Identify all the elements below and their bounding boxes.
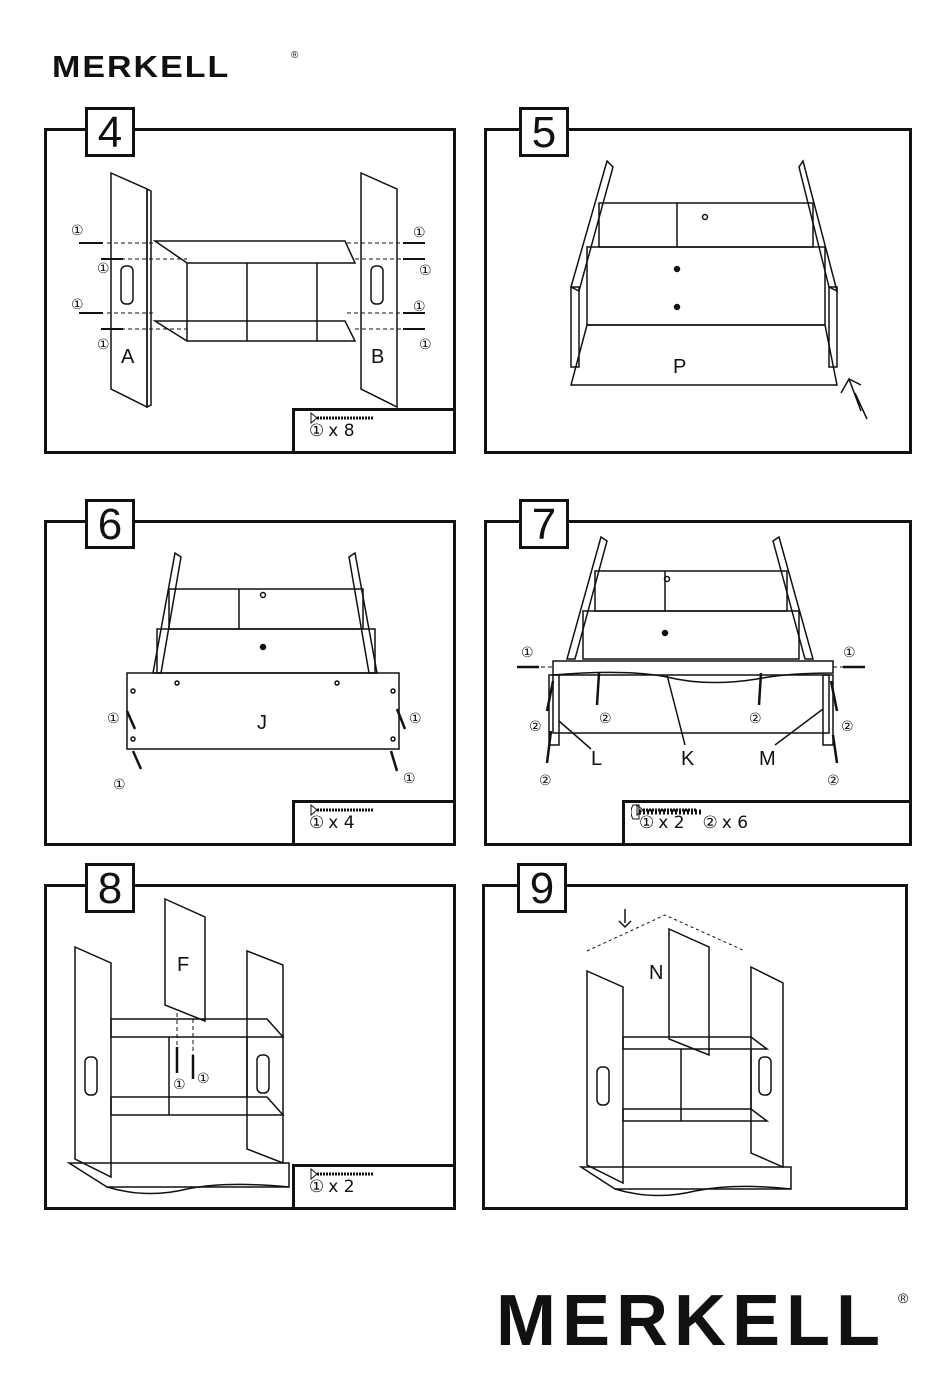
svg-text:①: ① <box>413 225 426 241</box>
svg-text:②: ② <box>539 773 552 789</box>
step-4-illustration: ① ① ① ① ① ① ① ① A B <box>47 131 457 455</box>
brand-logo-small: MERKELL <box>52 50 230 85</box>
svg-text:①: ① <box>71 297 84 313</box>
step-9-panel: N 9 <box>482 884 908 1210</box>
step-5-panel: P 5 <box>484 128 912 454</box>
callout-screw: ① <box>71 223 84 239</box>
step-number: 9 <box>517 863 567 913</box>
part-label-m: M <box>759 748 776 770</box>
svg-text:①: ① <box>173 1077 186 1093</box>
step-7-illustration: ① ① ② ② ② ② ② ② L K M <box>487 523 913 847</box>
svg-text:①: ① <box>97 337 110 353</box>
step-6-illustration: ① ① ① ① J <box>47 523 457 847</box>
svg-text:②: ② <box>827 773 840 789</box>
svg-text:②: ② <box>599 711 612 727</box>
svg-text:①: ① <box>113 777 126 793</box>
svg-text:①: ① <box>413 299 426 315</box>
part-label-j: J <box>257 712 267 734</box>
screw-icon <box>309 803 375 817</box>
part-label-b: B <box>371 346 384 368</box>
svg-text:①: ① <box>107 711 120 727</box>
svg-text:①: ① <box>97 261 110 277</box>
svg-text:①: ① <box>419 337 432 353</box>
step-8-illustration: ① ① F <box>47 887 457 1211</box>
svg-text:①: ① <box>521 645 534 661</box>
bolt-icon <box>631 803 703 821</box>
svg-text:②: ② <box>529 719 542 735</box>
svg-text:①: ① <box>409 711 422 727</box>
svg-text:②: ② <box>841 719 854 735</box>
part-label-f: F <box>177 954 189 976</box>
step-number: 7 <box>519 499 569 549</box>
part-label-p: P <box>673 356 686 378</box>
part-label-n: N <box>649 962 663 984</box>
part-label-l: L <box>591 748 602 770</box>
svg-text:①: ① <box>419 263 432 279</box>
registered-mark-small: ® <box>291 50 298 61</box>
step-number: 5 <box>519 107 569 157</box>
step-5-illustration: P <box>487 131 913 455</box>
svg-text:①: ① <box>843 645 856 661</box>
brand-logo-large: MERKELL <box>496 1280 886 1362</box>
svg-text:①: ① <box>403 771 416 787</box>
svg-text:②: ② <box>749 711 762 727</box>
step-number: 8 <box>85 863 135 913</box>
step-number: 4 <box>85 107 135 157</box>
step-number: 6 <box>85 499 135 549</box>
screw-icon <box>309 411 375 425</box>
svg-text:①: ① <box>197 1071 210 1087</box>
step-9-illustration: N <box>485 887 909 1211</box>
screw-icon <box>309 1167 375 1181</box>
part-label-k: K <box>681 748 695 770</box>
registered-mark-large: ® <box>898 1290 908 1306</box>
part-label-a: A <box>121 346 135 368</box>
